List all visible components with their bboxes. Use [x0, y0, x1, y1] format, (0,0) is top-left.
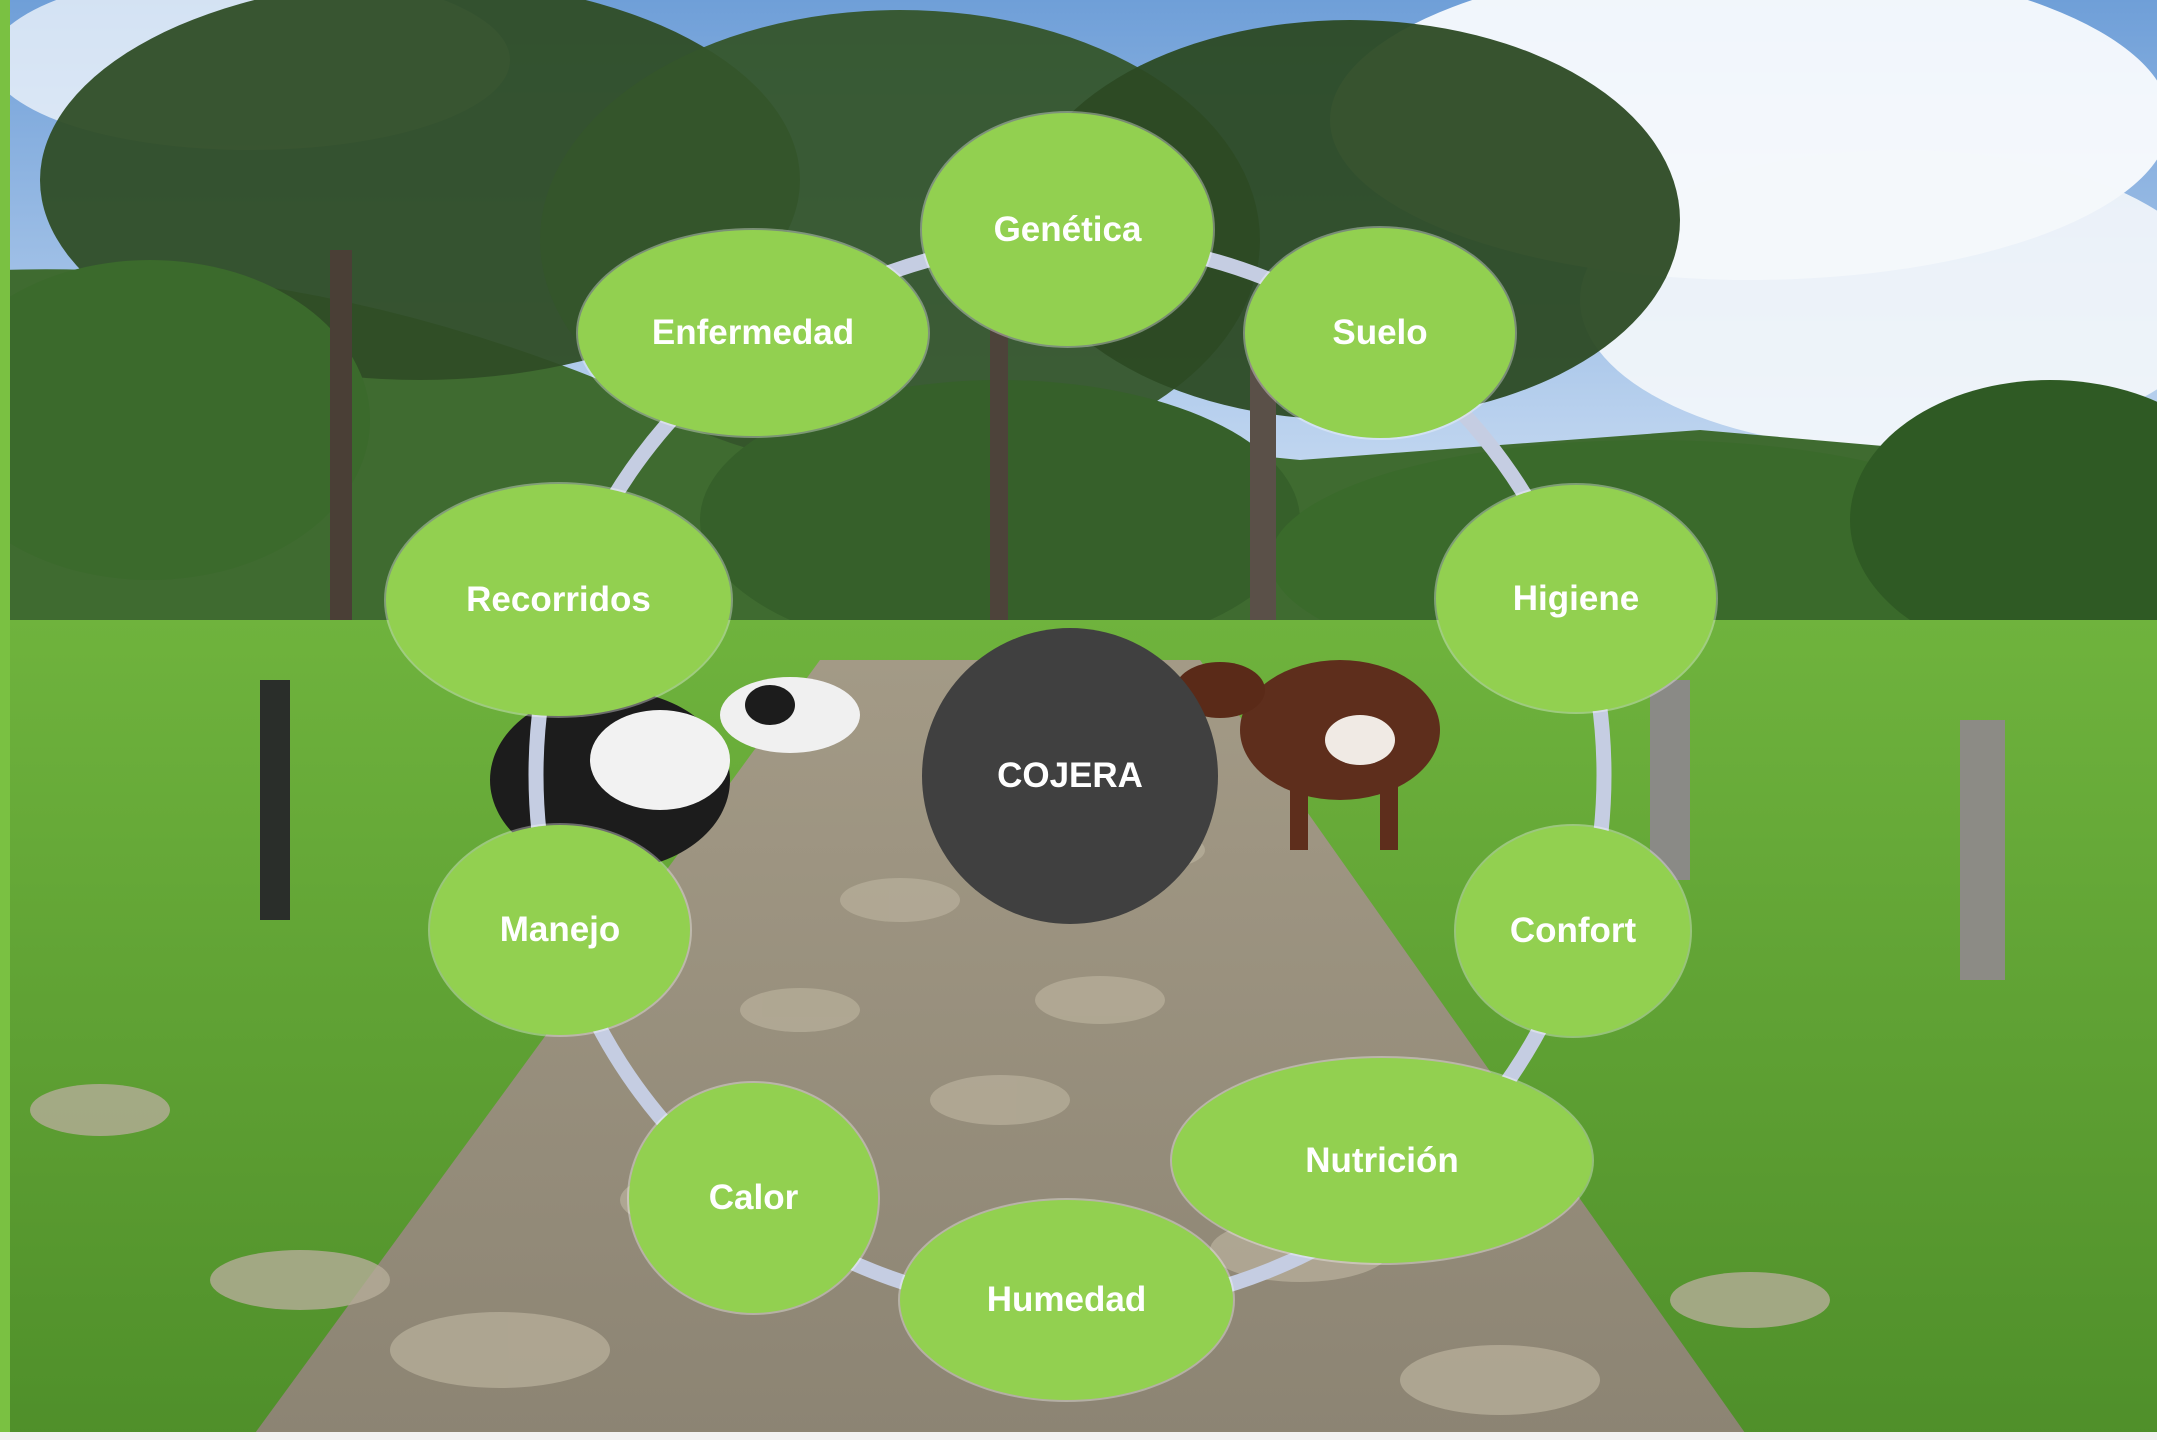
node-recorridos: Recorridos — [386, 484, 731, 716]
center-node-cojera: COJERA — [922, 628, 1218, 924]
node-suelo: Suelo — [1245, 228, 1515, 438]
node-label: Higiene — [1512, 578, 1640, 618]
node-label: Recorridos — [466, 580, 651, 619]
node-label: Enfermedad — [651, 313, 855, 352]
node-label: Calor — [708, 1178, 799, 1217]
node-label: Genética — [993, 209, 1142, 249]
node-label: Suelo — [1332, 313, 1428, 352]
left-accent-bar — [0, 0, 10, 1440]
node-label: Humedad — [986, 1280, 1147, 1319]
center-node-label: COJERA — [997, 756, 1143, 795]
cow-right — [1175, 660, 1440, 850]
node-humedad: Humedad — [900, 1200, 1233, 1400]
node-label: Nutrición — [1305, 1140, 1459, 1180]
node-confort: Confort — [1456, 826, 1690, 1036]
node-genetica: Genética — [922, 113, 1213, 346]
node-label: Confort — [1509, 911, 1637, 950]
node-nutricion: Nutrición — [1172, 1058, 1592, 1263]
node-higiene: Higiene — [1436, 485, 1716, 712]
node-manejo: Manejo — [430, 825, 690, 1035]
bottom-border — [0, 1432, 2157, 1440]
node-label: Manejo — [499, 910, 621, 949]
node-enfermedad: Enfermedad — [578, 230, 928, 436]
node-calor: Calor — [629, 1083, 878, 1313]
